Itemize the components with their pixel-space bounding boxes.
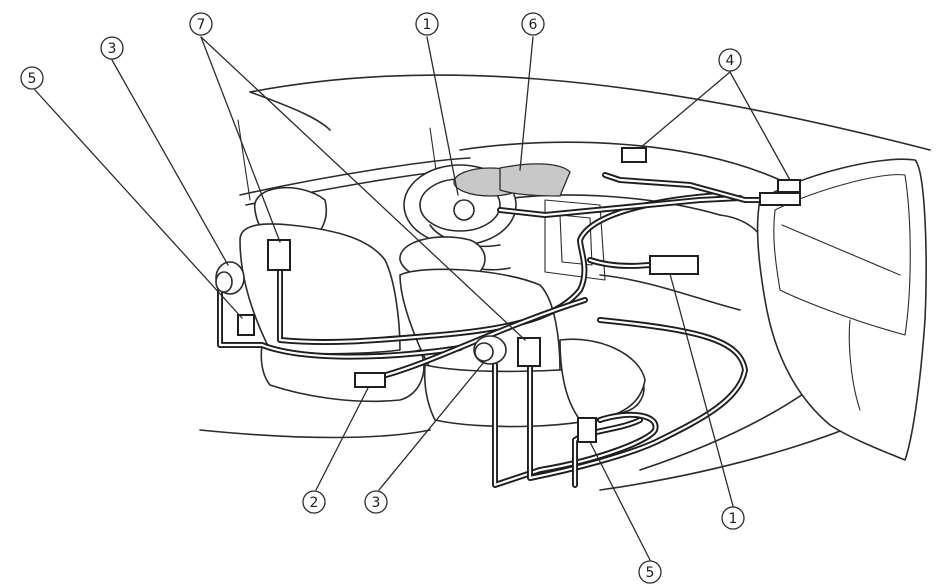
buckle-switch-right [577,417,597,443]
callout-label: 5 [646,565,655,581]
callout-c2: 2 [302,490,326,514]
callout-c4: 4 [718,48,742,72]
callout-label: 1 [729,511,738,527]
callout-label: 5 [28,71,37,87]
callout-c1-right: 1 [721,506,745,530]
callout-c3-bottom: 3 [364,490,388,514]
door-sensor [759,192,801,206]
callout-label: 4 [726,53,735,69]
callout-label: 3 [372,495,381,511]
callout-c6: 6 [521,12,545,36]
airbag-control-unit [649,255,699,275]
callout-c5-left: 5 [20,66,44,90]
callout-label: 1 [423,17,432,33]
side-sensor-center [621,147,647,163]
callout-label: 2 [310,495,319,511]
seat-sensor-left [267,239,291,271]
callout-label: 7 [197,17,206,33]
seat-sensor-driver [517,337,541,367]
callout-c7: 7 [189,12,213,36]
wiring-harness [217,172,793,488]
callout-c3-left: 3 [100,36,124,60]
callout-label: 3 [108,41,117,57]
steering-hub [453,199,475,221]
side-sensor-right [777,179,801,193]
passenger-airbag-cover [499,163,571,197]
callout-c1-top: 1 [415,12,439,36]
open-door [756,158,927,461]
sensor-unit [354,372,386,388]
callout-label: 6 [529,17,538,33]
driver-seat-side [559,338,646,421]
dashboard [403,163,777,311]
leader-lines [34,36,791,561]
callout-c5-bottom: 5 [638,560,662,584]
components [215,147,801,443]
buckle-switch-left [237,314,255,336]
left-seatback [239,223,401,355]
